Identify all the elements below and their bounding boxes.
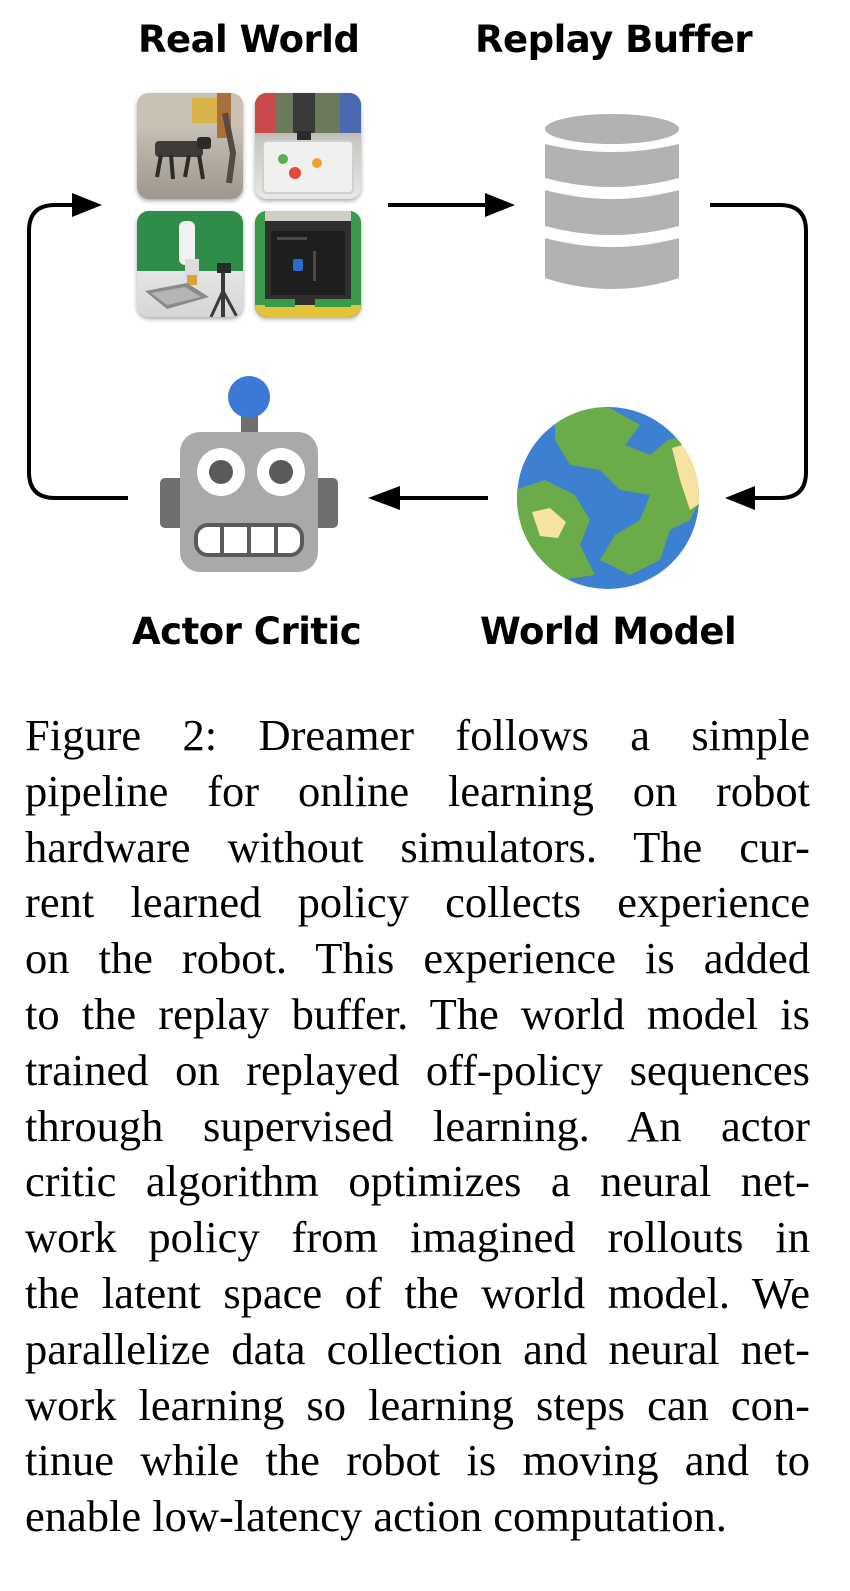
caption-line: parallelize data collection and neural n… xyxy=(25,1323,810,1374)
caption-line: enable low-latency action computation. xyxy=(25,1491,727,1542)
caption-line: tinue while the robot is moving and to xyxy=(25,1435,810,1486)
caption-line: rent learned policy collects experience xyxy=(25,877,810,928)
robot-arm-photo xyxy=(255,93,361,199)
caption-line: Figure 2: Dreamer follows a simple xyxy=(25,710,810,760)
arrow-real-to-buffer xyxy=(388,193,515,217)
caption-line: the latent space of the world model. We xyxy=(25,1267,810,1318)
database-icon xyxy=(545,114,679,289)
real-world-label: Real World xyxy=(138,18,360,61)
maze-rover-photo xyxy=(255,211,361,317)
quadruped-robot-photo xyxy=(137,93,243,199)
pipeline-diagram xyxy=(27,114,808,589)
robot-arm-bins-photo xyxy=(137,211,243,317)
caption-line: hardware without simulators. The cur- xyxy=(25,821,810,872)
caption-line: through supervised learning. An actor xyxy=(25,1100,810,1151)
arrow-world-model-to-actor xyxy=(368,486,488,510)
globe-icon xyxy=(517,407,699,589)
actor-critic-label: Actor Critic xyxy=(132,610,362,653)
caption-line: pipeline for online learning on robot xyxy=(25,765,810,816)
caption-line: critic algorithm optimizes a neural net- xyxy=(25,1156,810,1207)
figure-caption: Figure 2: Dreamer follows a simple pipel… xyxy=(25,708,810,1545)
caption-line: work learning so learning steps can con- xyxy=(25,1379,810,1430)
caption-line: work policy from imagined rollouts in xyxy=(25,1212,810,1263)
caption-line: on the robot. This experience is added xyxy=(25,933,810,984)
world-model-label: World Model xyxy=(480,610,737,653)
arrow-buffer-to-world-model xyxy=(710,203,808,510)
caption-line: trained on replayed off-policy sequences xyxy=(25,1044,810,1095)
robot-icon xyxy=(160,376,338,572)
arrow-actor-to-real-world xyxy=(27,193,128,500)
caption-line: to the replay buffer. The world model is xyxy=(25,988,810,1039)
replay-buffer-label: Replay Buffer xyxy=(475,18,753,61)
